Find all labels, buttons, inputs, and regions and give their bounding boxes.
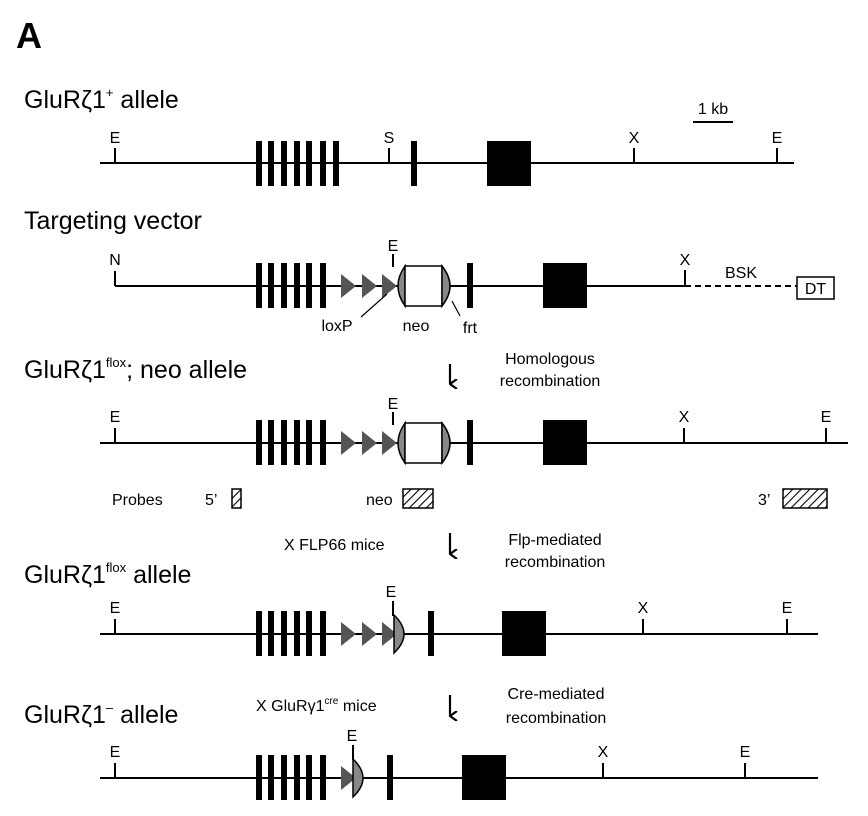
loxp-site: [382, 622, 397, 646]
loxp-site: [341, 274, 356, 298]
large-exon: [462, 755, 506, 800]
frt-site: [352, 757, 364, 799]
xbai-site-label: X: [638, 600, 649, 617]
flp-recombination-step: X FLP66 mice Flp-mediated recombination: [284, 532, 605, 571]
neo-cassette: [397, 420, 451, 466]
large-exon: [543, 263, 587, 308]
xbai-site-label: X: [629, 130, 640, 147]
exon: [411, 141, 417, 186]
dt-cassette: [796, 276, 835, 300]
exon: [467, 420, 473, 465]
loxp-site: [362, 622, 377, 646]
ecori-site-label: E: [821, 409, 832, 426]
noti-site-label: N: [109, 252, 121, 269]
exon-cluster: [256, 141, 339, 186]
loxp-site: [362, 274, 377, 298]
exon: [467, 263, 473, 308]
cre-recombination-step: X GluRγ1cre mice Cre-mediated recombinat…: [256, 686, 606, 727]
wild-type-allele-row: GluRζ1+ allele 1 kb E S X E: [24, 85, 794, 186]
cross-label: X FLP66 mice: [284, 537, 385, 554]
step-label: recombination: [500, 373, 601, 390]
probe-neo: [402, 488, 434, 509]
saci-site-label: S: [384, 130, 395, 147]
loxp-site: [341, 766, 356, 790]
scale-bar-label: 1 kb: [698, 101, 728, 118]
knockout-allele-title: GluRζ1– allele: [24, 700, 178, 729]
ecori-site-label: E: [386, 584, 397, 601]
ecori-site-label: E: [782, 600, 793, 617]
loxp-site: [382, 431, 397, 455]
flox-neo-allele-title: GluRζ1flox; neo allele: [24, 355, 247, 384]
ecori-site-label: E: [110, 600, 121, 617]
probes-row: Probes 5’ neo 3’: [112, 488, 828, 509]
exon: [387, 755, 393, 800]
flox-neo-allele-row: GluRζ1flox; neo allele E E X E: [24, 355, 848, 466]
panel-label: A: [16, 15, 42, 56]
loxp-site: [341, 431, 356, 455]
step-label: recombination: [505, 554, 606, 571]
ecori-site-label: E: [388, 396, 399, 413]
probes-label: Probes: [112, 492, 163, 509]
frt-site: [393, 613, 405, 655]
cross-label: X GluRγ1cre mice: [256, 696, 377, 715]
ecori-site-label: E: [110, 409, 121, 426]
step-label: Homologous: [505, 351, 595, 368]
frt-pointer: [451, 300, 461, 317]
step-label: recombination: [506, 710, 607, 727]
large-exon: [502, 611, 546, 656]
probe-5-label: 5’: [205, 492, 217, 509]
large-exon: [487, 141, 531, 186]
loxp-site: [341, 622, 356, 646]
exon: [428, 611, 434, 656]
targeting-vector-row: Targeting vector N E X BSK DT loxP neo f…: [24, 207, 835, 337]
loxp-site: [382, 274, 397, 298]
probe-3-label: 3’: [758, 492, 770, 509]
xbai-site-label: X: [680, 252, 691, 269]
dt-label: DT: [805, 281, 827, 298]
xbai-site-label: X: [679, 409, 690, 426]
probe-3: [782, 488, 828, 509]
loxp-site: [362, 431, 377, 455]
frt-label: frt: [463, 320, 478, 337]
ecori-site-label: E: [388, 238, 399, 255]
probe-5: [231, 488, 242, 509]
flox-allele-title: GluRζ1flox allele: [24, 560, 191, 589]
loxp-pointer: [360, 293, 388, 318]
bsk-label: BSK: [725, 265, 757, 282]
exon-cluster: [256, 755, 326, 800]
probe-neo-label: neo: [366, 492, 393, 509]
step-label: Cre-mediated: [508, 686, 605, 703]
flox-allele-row: GluRζ1flox allele E E X E: [24, 560, 818, 656]
large-exon: [543, 420, 587, 465]
wild-type-allele-title: GluRζ1+ allele: [24, 85, 179, 114]
ecori-site-label: E: [110, 744, 121, 761]
neo-cassette: [397, 263, 451, 309]
ecori-site-label: E: [110, 130, 121, 147]
ecori-site-label: E: [347, 728, 358, 745]
neo-label: neo: [403, 318, 430, 335]
ecori-site-label: E: [772, 130, 783, 147]
loxp-label: loxP: [321, 318, 352, 335]
exon-cluster: [256, 420, 326, 465]
step-label: Flp-mediated: [508, 532, 601, 549]
ecori-site-label: E: [740, 744, 751, 761]
xbai-site-label: X: [598, 744, 609, 761]
exon-cluster: [256, 263, 326, 308]
homologous-recombination-step: Homologous recombination: [448, 351, 601, 390]
exon-cluster: [256, 611, 326, 656]
targeting-vector-title: Targeting vector: [24, 207, 202, 235]
knockout-allele-row: GluRζ1– allele E E X E: [24, 700, 818, 800]
